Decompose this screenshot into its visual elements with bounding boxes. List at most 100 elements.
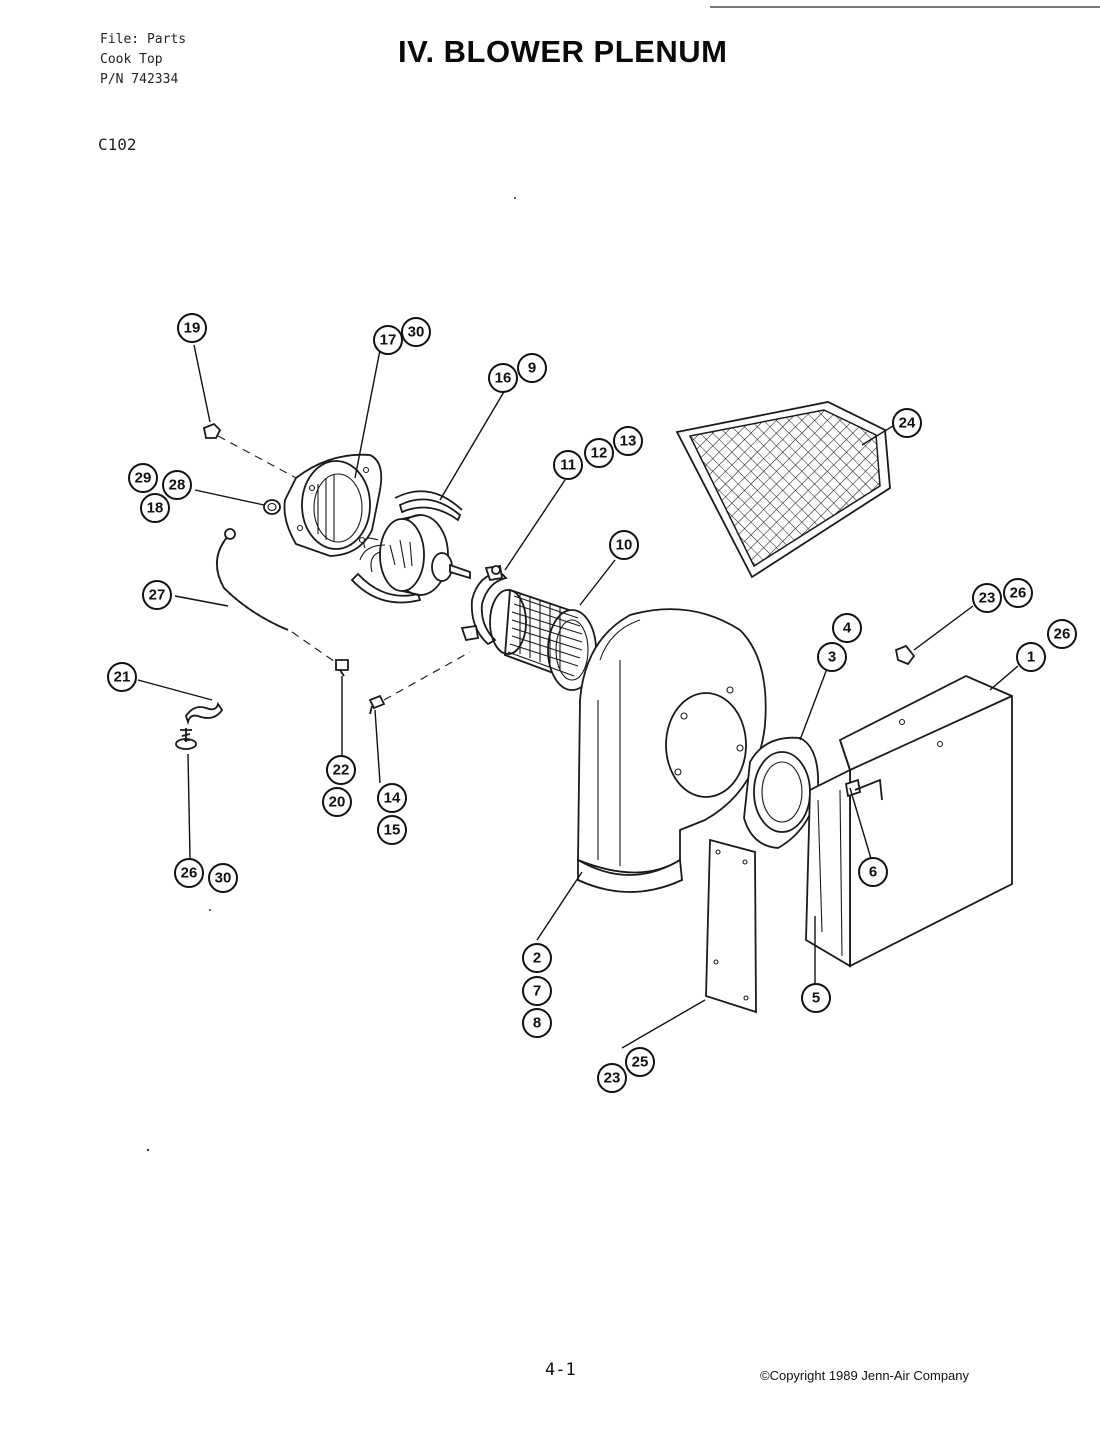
mounting-screw	[175, 728, 197, 750]
print-speck	[209, 909, 211, 911]
small-clip	[894, 644, 916, 666]
callout-13: 13	[613, 426, 643, 456]
callout-label-26-right: 26	[1010, 585, 1027, 602]
callout-label-5: 5	[812, 990, 820, 1007]
callout-label-26-far-right: 26	[1054, 626, 1071, 643]
callout-6: 6	[858, 857, 888, 887]
callout-label-11: 11	[560, 457, 576, 474]
callout-label-22: 22	[333, 762, 350, 779]
callout-4: 4	[832, 613, 862, 643]
callout-26-far-right: 26	[1047, 619, 1077, 649]
callout-29: 29	[128, 463, 158, 493]
callout-3: 3	[817, 642, 847, 672]
callout-label-27: 27	[149, 587, 166, 604]
callout-30-left: 30	[208, 863, 238, 893]
callout-label-24: 24	[899, 415, 916, 432]
callout-12: 12	[584, 438, 614, 468]
connector-screw	[335, 659, 349, 677]
callout-1: 1	[1016, 642, 1046, 672]
callout-label-17: 17	[380, 332, 397, 349]
nut-part	[202, 422, 222, 439]
callout-21: 21	[107, 662, 137, 692]
print-speck	[146, 1148, 150, 1152]
callout-28: 28	[162, 470, 192, 500]
page-number: 4-1	[545, 1360, 576, 1380]
product-line: Cook Top	[100, 52, 163, 67]
callout-5: 5	[801, 983, 831, 1013]
callout-label-13: 13	[620, 433, 637, 450]
print-speck	[514, 197, 516, 199]
callout-label-10: 10	[616, 537, 633, 554]
file-header: File: Parts Cook Top P/N 742334	[100, 30, 186, 90]
callout-label-20: 20	[329, 794, 346, 811]
callout-23-right: 23	[972, 583, 1002, 613]
housing-bolt	[368, 694, 386, 715]
callout-label-16: 16	[495, 370, 512, 387]
callout-label-7: 7	[533, 983, 541, 1000]
callout-label-9: 9	[528, 360, 536, 377]
grommet-part	[263, 499, 281, 515]
callout-label-23-right: 23	[979, 590, 996, 607]
harness-dashed-line	[291, 631, 339, 665]
callout-label-4: 4	[843, 620, 852, 637]
copyright-notice: ©Copyright 1989 Jenn-Air Company	[760, 1368, 970, 1383]
hub-clamp	[460, 564, 508, 646]
callout-19: 19	[177, 313, 207, 343]
model-code: C102	[98, 135, 137, 154]
callout-10: 10	[609, 530, 639, 560]
callout-20: 20	[322, 787, 352, 817]
callout-label-1: 1	[1027, 649, 1035, 666]
callout-8: 8	[522, 1008, 552, 1038]
callout-30-top: 30	[401, 317, 431, 347]
plenum-box	[805, 675, 1013, 968]
callout-14: 14	[377, 783, 407, 813]
callout-17: 17	[373, 325, 403, 355]
callout-16: 16	[488, 363, 518, 393]
callout-25: 25	[625, 1047, 655, 1077]
leader-lines	[137, 344, 1019, 1049]
callout-label-25: 25	[632, 1054, 649, 1071]
callout-15: 15	[377, 815, 407, 845]
callout-label-14: 14	[384, 790, 401, 807]
nut-dashed-line	[217, 435, 301, 481]
blower-motor	[350, 490, 471, 604]
callout-label-29: 29	[135, 470, 152, 487]
callout-label-15: 15	[384, 822, 401, 839]
top-rule	[710, 6, 1100, 8]
callout-label-12: 12	[591, 445, 608, 462]
callout-label-28: 28	[169, 477, 186, 494]
callout-label-3: 3	[828, 649, 836, 666]
callout-2: 2	[522, 943, 552, 973]
wire-clip	[185, 701, 224, 726]
callout-label-23-bottom: 23	[604, 1070, 621, 1087]
callout-label-26-left: 26	[181, 865, 198, 882]
callout-label-21: 21	[114, 669, 131, 686]
blower-housing	[577, 608, 767, 893]
callout-11: 11	[553, 450, 583, 480]
callout-label-18: 18	[147, 500, 164, 517]
bolt-dashed-line	[383, 651, 471, 701]
callout-26-left: 26	[174, 858, 204, 888]
callout-label-6: 6	[869, 864, 877, 881]
callout-27: 27	[142, 580, 172, 610]
callout-9: 9	[517, 353, 547, 383]
file-line: File: Parts	[100, 32, 187, 47]
wire-harness	[216, 528, 289, 631]
callout-22: 22	[326, 755, 356, 785]
callout-7: 7	[522, 976, 552, 1006]
callout-label-30-top: 30	[408, 324, 425, 341]
part-number-line: P/N 742334	[100, 72, 179, 87]
callout-label-30-left: 30	[215, 870, 232, 887]
callout-26-right: 26	[1003, 578, 1033, 608]
mounting-ring	[743, 736, 820, 849]
callout-23-bottom: 23	[597, 1063, 627, 1093]
page-title: IV. BLOWER PLENUM	[398, 34, 728, 69]
callout-18: 18	[140, 493, 170, 523]
access-plate	[705, 838, 757, 1014]
callout-label-19: 19	[184, 320, 201, 337]
callout-label-2: 2	[533, 950, 541, 967]
motor-mount-plate	[283, 453, 383, 557]
mesh-filter	[675, 401, 891, 579]
blower-wheel	[489, 588, 597, 691]
